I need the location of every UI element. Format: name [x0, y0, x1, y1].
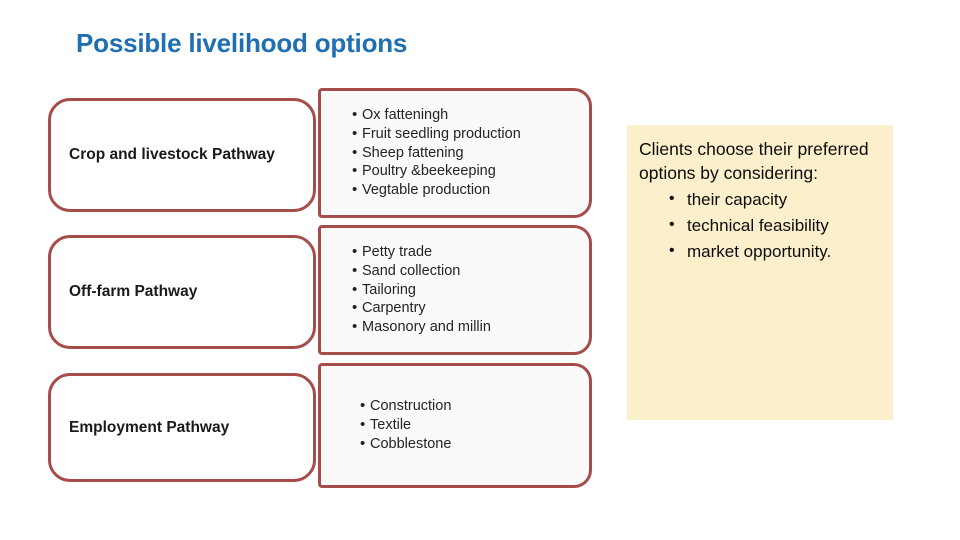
- options-box-crop-and-livestock: Ox fatteningh Fruit seedling production …: [318, 88, 592, 218]
- page-title: Possible livelihood options: [76, 28, 408, 58]
- list-item: Cobblestone: [360, 434, 581, 454]
- options-box-off-farm: Petty trade Sand collection Tailoring Ca…: [318, 225, 592, 355]
- note-intro-text: Clients choose their preferred options b…: [639, 139, 869, 184]
- list-item: Textile: [360, 415, 581, 435]
- options-list: Petty trade Sand collection Tailoring Ca…: [321, 242, 589, 337]
- pathway-label: Off-farm Pathway: [69, 283, 198, 301]
- pathway-box-off-farm: Off-farm Pathway: [48, 235, 316, 349]
- list-item: Tailoring: [352, 280, 581, 300]
- options-list: Construction Textile Cobblestone: [321, 396, 589, 454]
- pathway-row: Petty trade Sand collection Tailoring Ca…: [0, 225, 620, 355]
- list-item: Masonory and millin: [352, 317, 581, 337]
- note-bullet-list: their capacity technical feasibility mar…: [639, 188, 879, 264]
- list-item: Carpentry: [352, 298, 581, 318]
- list-item: their capacity: [669, 188, 879, 212]
- options-box-employment: Construction Textile Cobblestone: [318, 363, 592, 488]
- list-item: Sand collection: [352, 261, 581, 281]
- list-item: Poultry &beekeeping: [352, 161, 581, 181]
- livelihood-pathways-diagram: Ox fatteningh Fruit seedling production …: [0, 80, 620, 488]
- list-item: Petty trade: [352, 242, 581, 262]
- list-item: Vegtable production: [352, 180, 581, 200]
- list-item: Fruit seedling production: [352, 124, 581, 144]
- note-panel: Clients choose their preferred options b…: [627, 125, 893, 420]
- list-item: Construction: [360, 396, 581, 416]
- pathway-label: Crop and livestock Pathway: [69, 146, 275, 164]
- options-list: Ox fatteningh Fruit seedling production …: [321, 105, 589, 200]
- list-item: market opportunity.: [669, 240, 879, 264]
- pathway-row: Construction Textile Cobblestone Employm…: [0, 363, 620, 488]
- list-item: Ox fatteningh: [352, 105, 581, 125]
- pathway-box-crop-and-livestock: Crop and livestock Pathway: [48, 98, 316, 212]
- pathway-row: Ox fatteningh Fruit seedling production …: [0, 88, 620, 218]
- list-item: technical feasibility: [669, 214, 879, 238]
- pathway-label: Employment Pathway: [69, 418, 230, 436]
- list-item: Sheep fattening: [352, 143, 581, 163]
- pathway-box-employment: Employment Pathway: [48, 373, 316, 482]
